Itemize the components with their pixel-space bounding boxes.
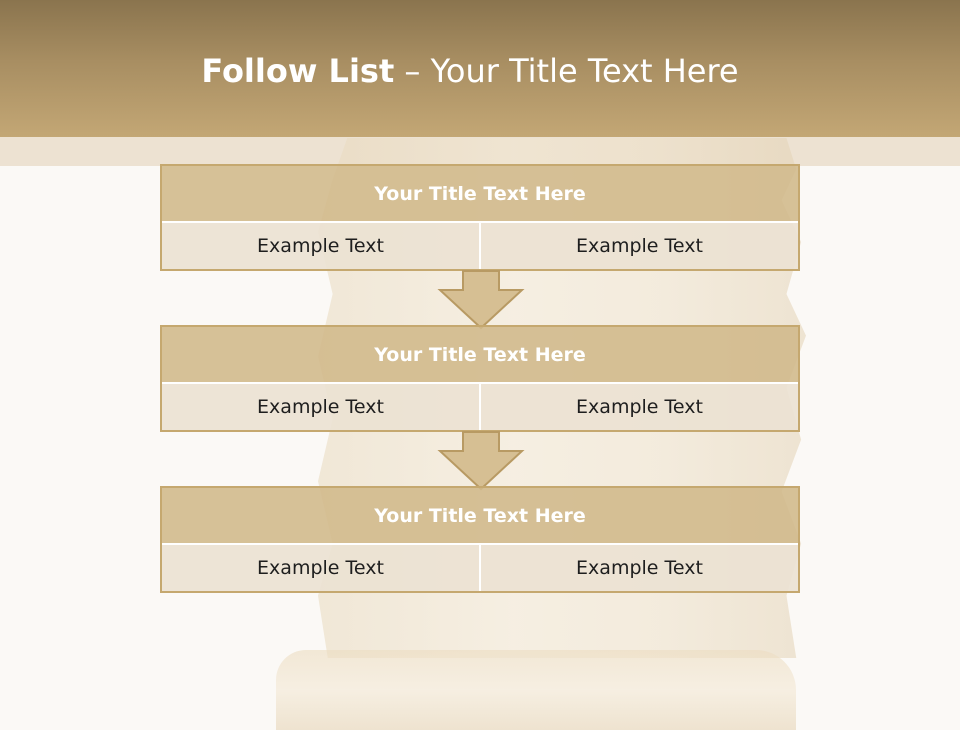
block-cell-right[interactable]: Example Text — [479, 384, 798, 430]
block-cell-left[interactable]: Example Text — [162, 223, 479, 269]
block-row: Example Text Example Text — [162, 545, 798, 591]
block-row: Example Text Example Text — [162, 384, 798, 430]
arrow-down-icon — [437, 431, 525, 491]
block-title[interactable]: Your Title Text Here — [162, 327, 798, 384]
slide-title: Follow List – Your Title Text Here — [0, 52, 940, 90]
slide-title-bold: Follow List — [201, 52, 395, 90]
header-bar — [0, 0, 960, 137]
slide-title-rest: – Your Title Text Here — [394, 52, 739, 90]
block-row: Example Text Example Text — [162, 223, 798, 269]
arrow-down-icon — [437, 270, 525, 330]
list-block-1: Your Title Text Here Example Text Exampl… — [160, 164, 800, 271]
block-cell-right[interactable]: Example Text — [479, 545, 798, 591]
block-cell-left[interactable]: Example Text — [162, 384, 479, 430]
parchment-roll-image — [276, 650, 796, 730]
block-title[interactable]: Your Title Text Here — [162, 166, 798, 223]
list-block-2: Your Title Text Here Example Text Exampl… — [160, 325, 800, 432]
block-cell-left[interactable]: Example Text — [162, 545, 479, 591]
block-title[interactable]: Your Title Text Here — [162, 488, 798, 545]
list-block-3: Your Title Text Here Example Text Exampl… — [160, 486, 800, 593]
block-cell-right[interactable]: Example Text — [479, 223, 798, 269]
